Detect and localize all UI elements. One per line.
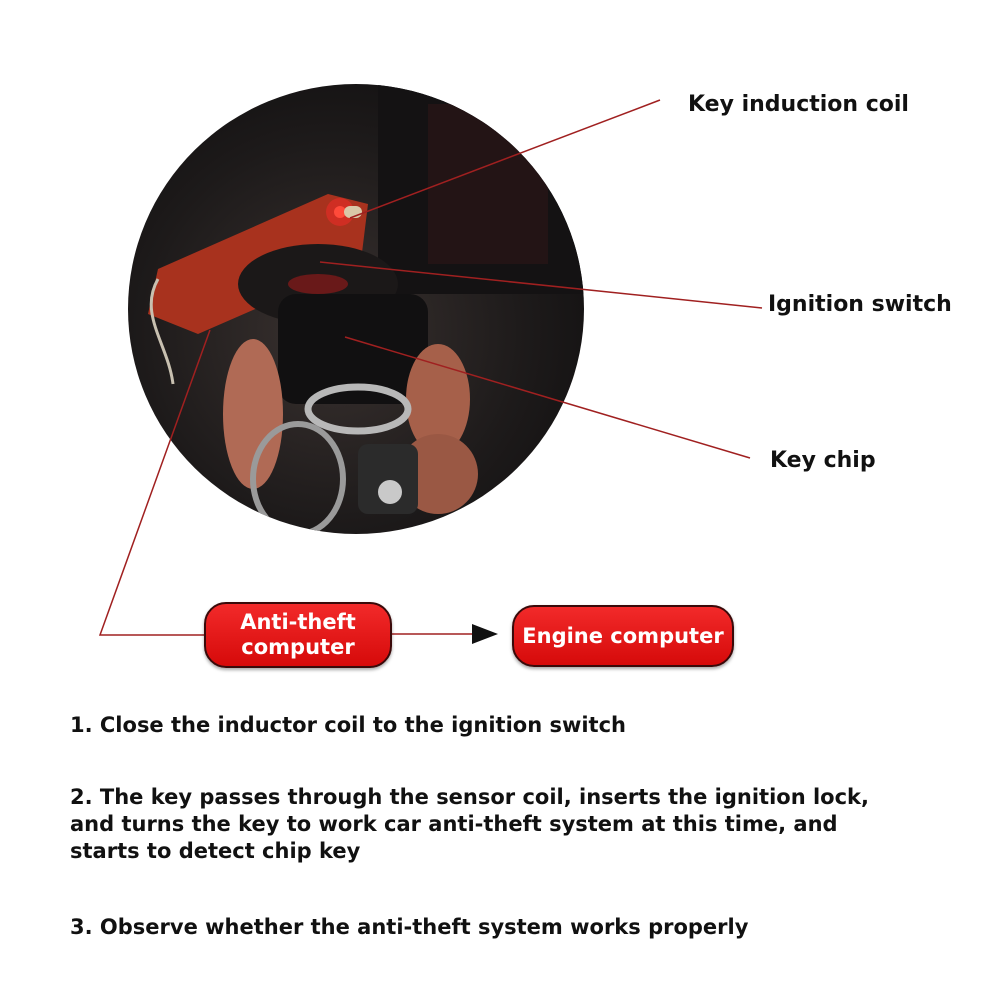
label-key-induction-coil: Key induction coil <box>688 92 909 117</box>
ignition-photo <box>128 84 584 534</box>
ignition-keyhole <box>288 274 348 294</box>
engine-computer-badge: Engine computer <box>512 605 734 667</box>
key-ring-large <box>250 421 346 534</box>
coil-post <box>344 206 362 218</box>
red-glow-panel <box>428 104 548 264</box>
anti-theft-computer-badge: Anti-theft computer <box>204 602 392 668</box>
led-icon <box>334 206 346 218</box>
step-2: 2. The key passes through the sensor coi… <box>70 785 869 863</box>
arrow-right-icon <box>472 624 498 644</box>
key-fob-rivet <box>378 480 402 504</box>
step-1: 1. Close the inductor coil to the igniti… <box>70 713 626 737</box>
key-fob <box>358 444 418 514</box>
step-3: 3. Observe whether the anti-theft system… <box>70 915 749 939</box>
label-key-chip: Key chip <box>770 448 876 473</box>
thumb <box>223 339 283 489</box>
label-ignition-switch: Ignition switch <box>768 292 952 317</box>
